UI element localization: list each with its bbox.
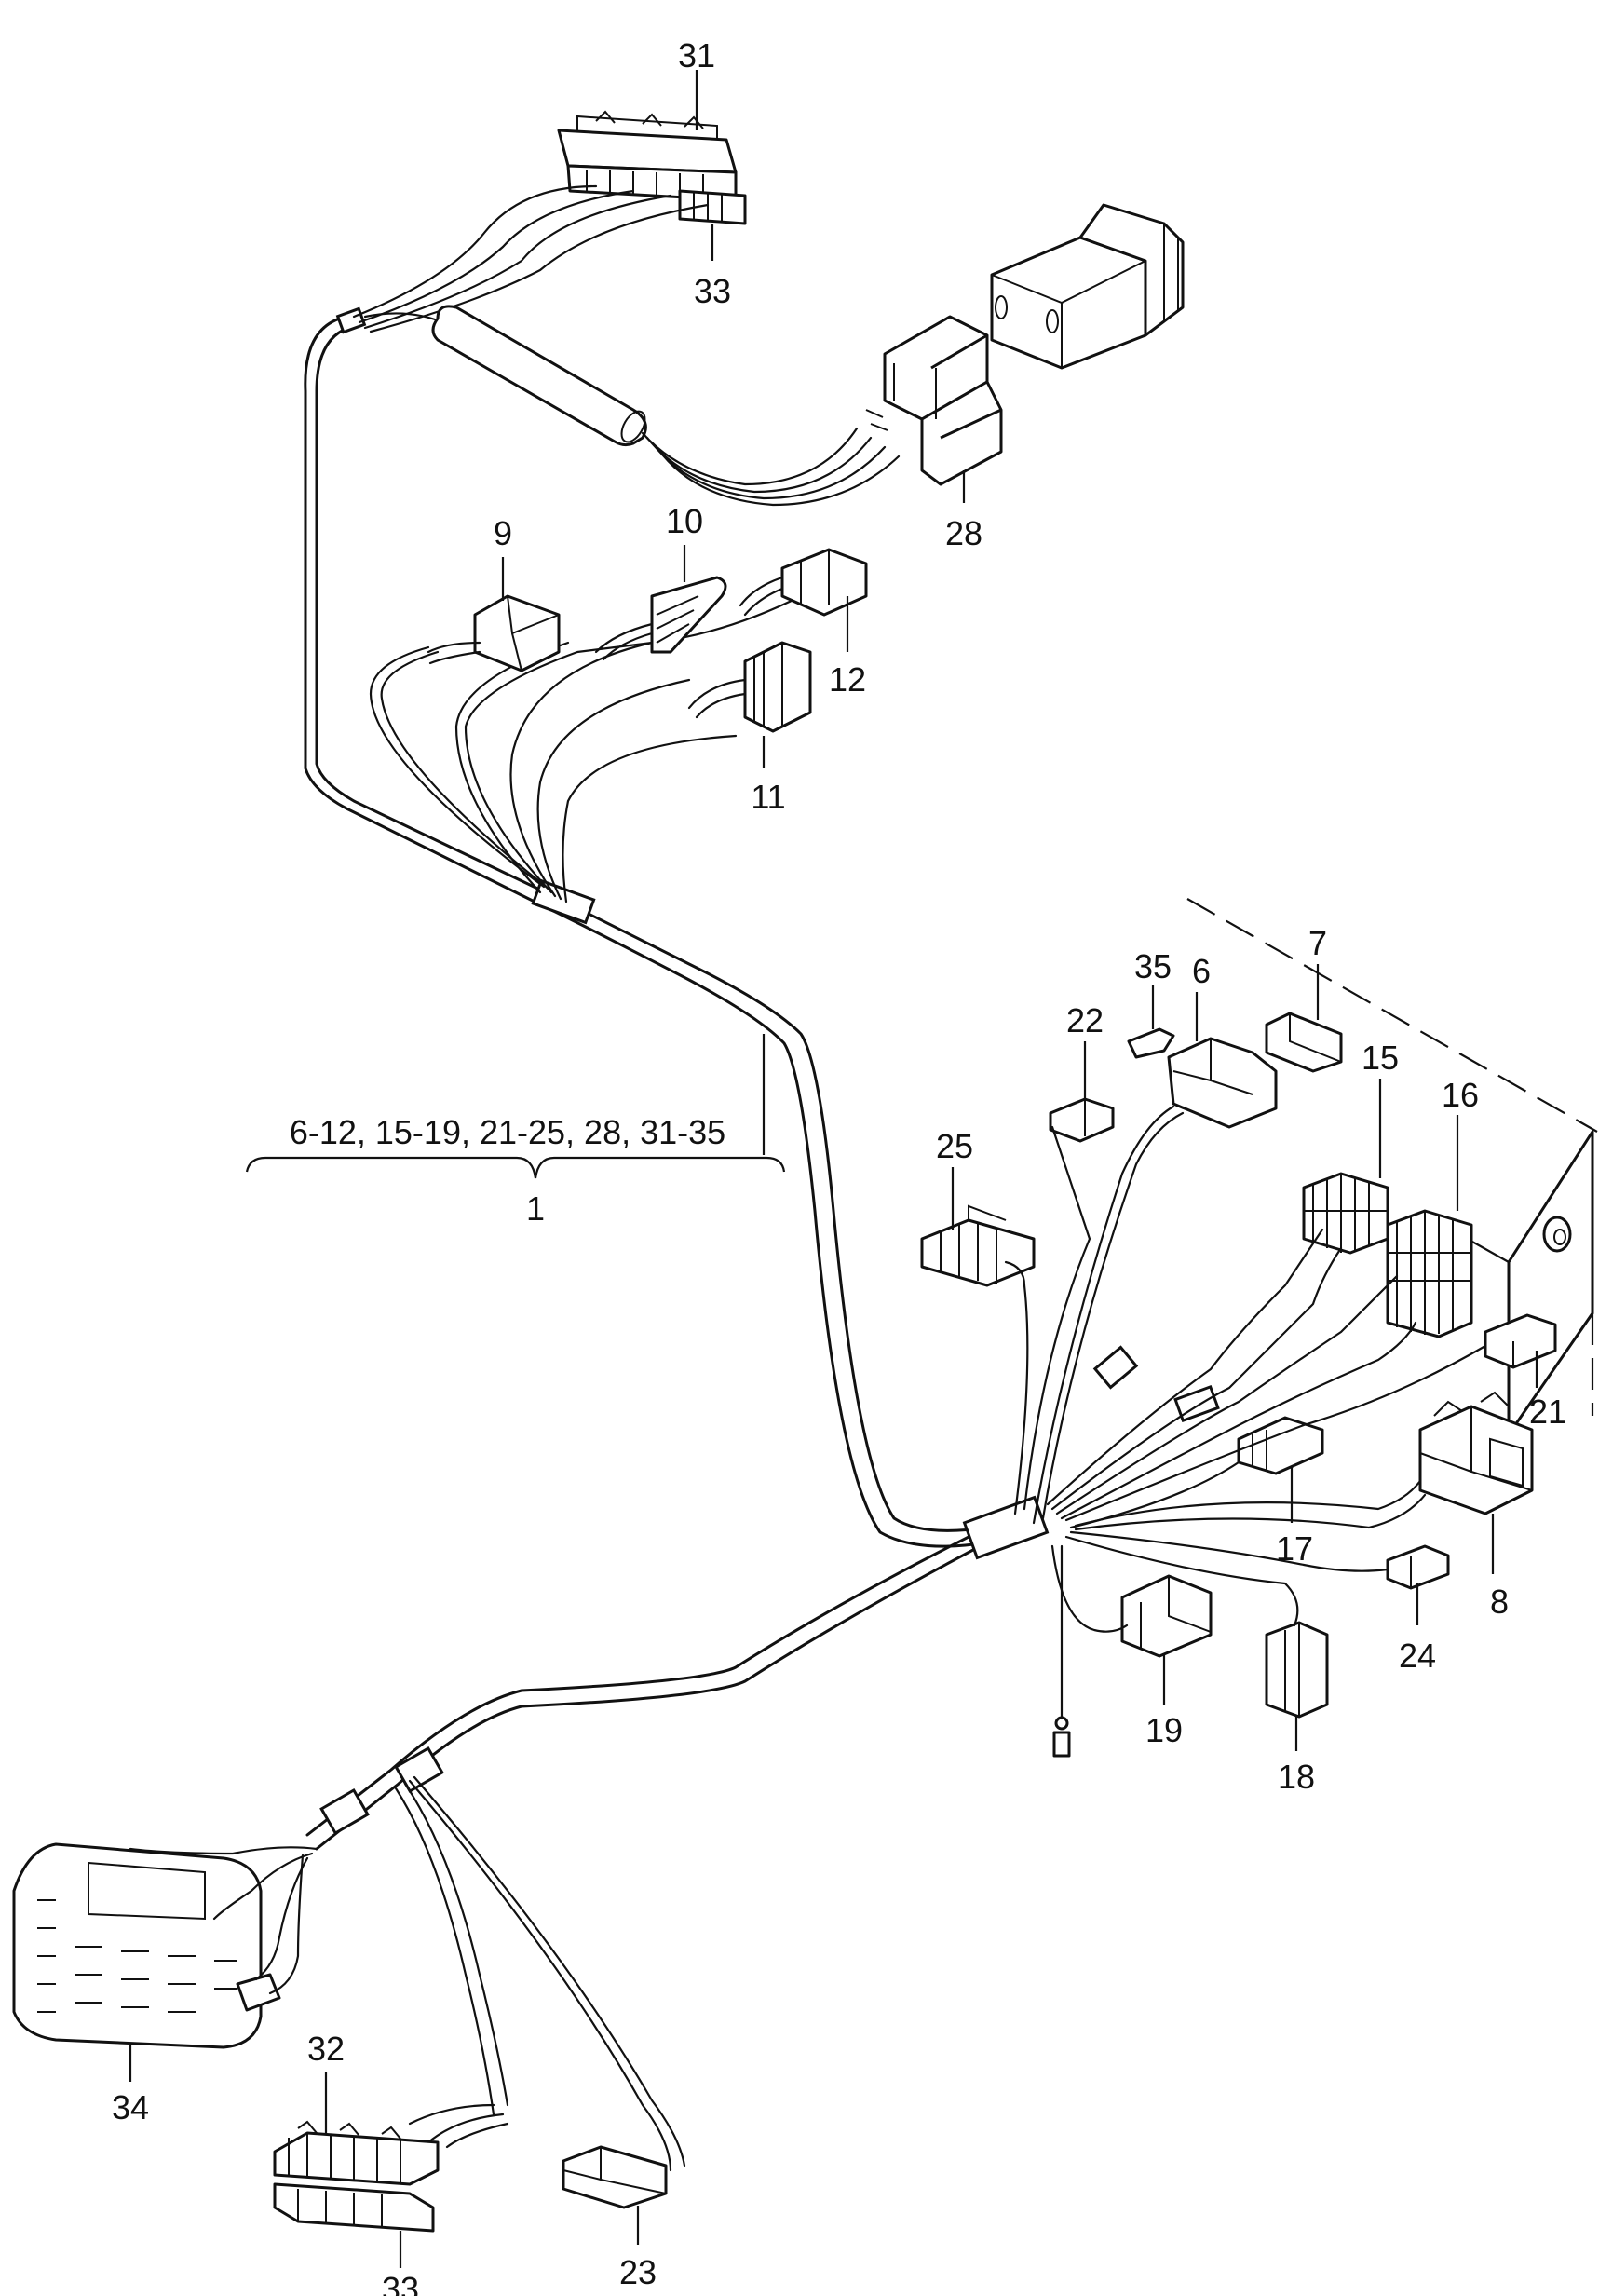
label-11: 11 xyxy=(751,778,785,816)
part-labels: 31 33 28 9 10 12 11 7 35 6 22 25 15 16 2… xyxy=(112,36,1566,2296)
wire-sleeve xyxy=(363,305,901,507)
connector-28 xyxy=(865,315,1003,486)
connector-11 xyxy=(687,641,812,733)
assembly-bracket xyxy=(245,1156,786,1179)
tape-wraps xyxy=(319,306,1220,1836)
label-28: 28 xyxy=(945,514,982,552)
label-15: 15 xyxy=(1362,1039,1399,1077)
connector-19 xyxy=(1120,1574,1213,1658)
connector-9 xyxy=(427,594,561,672)
label-10: 10 xyxy=(666,502,703,540)
label-34: 34 xyxy=(112,2088,149,2126)
label-33-bottom: 33 xyxy=(382,2270,419,2296)
connector-34 xyxy=(12,1842,318,2049)
connector-33-top xyxy=(678,189,747,225)
main-harness-trunk xyxy=(304,315,989,1851)
connector-16 xyxy=(1386,1209,1473,1338)
wires-to-31 xyxy=(352,184,710,333)
label-21: 21 xyxy=(1529,1393,1566,1431)
label-19: 19 xyxy=(1145,1711,1183,1749)
connector-22 xyxy=(1049,1097,1115,1143)
lower-branch-wires xyxy=(394,1775,686,2172)
connector-10 xyxy=(594,576,727,661)
connector-18 xyxy=(1265,1621,1329,1719)
switch-housing xyxy=(990,203,1185,370)
label-22: 22 xyxy=(1066,1001,1104,1039)
connector-12 xyxy=(739,548,868,617)
connector-7 xyxy=(1265,1012,1343,1073)
connector-33-bottom xyxy=(273,2182,435,2233)
branch-wires-upper xyxy=(369,594,803,903)
label-12: 12 xyxy=(829,660,866,699)
label-33-top: 33 xyxy=(694,272,731,310)
label-7: 7 xyxy=(1308,924,1327,962)
connector-32 xyxy=(273,2120,440,2186)
assembly-number-label: 1 xyxy=(526,1189,545,1228)
connector-21 xyxy=(1484,1313,1557,1369)
label-17: 17 xyxy=(1276,1529,1313,1568)
label-16: 16 xyxy=(1442,1076,1479,1114)
connector-24 xyxy=(1386,1544,1450,1590)
label-6: 6 xyxy=(1192,952,1211,990)
terminal-pin xyxy=(1052,1716,1071,1758)
label-31: 31 xyxy=(678,36,715,75)
label-9: 9 xyxy=(494,514,512,552)
label-35: 35 xyxy=(1134,947,1172,985)
branch-wires-right xyxy=(1004,1105,1487,1720)
label-24: 24 xyxy=(1399,1637,1436,1675)
label-18: 18 xyxy=(1278,1758,1315,1796)
label-25: 25 xyxy=(936,1127,973,1165)
assembly-range-label: 6-12, 15-19, 21-25, 28, 31-35 xyxy=(290,1113,725,1151)
connector-35 xyxy=(1127,1027,1175,1059)
connector-8 xyxy=(1418,1391,1534,1515)
leader-lines xyxy=(129,70,1538,2268)
label-23: 23 xyxy=(619,2253,657,2291)
connector-25 xyxy=(920,1204,1036,1287)
connector-6 xyxy=(1167,1037,1278,1129)
label-32: 32 xyxy=(307,2030,345,2068)
connector-15 xyxy=(1302,1172,1389,1255)
connector-23 xyxy=(562,2145,668,2209)
label-8: 8 xyxy=(1490,1583,1509,1621)
